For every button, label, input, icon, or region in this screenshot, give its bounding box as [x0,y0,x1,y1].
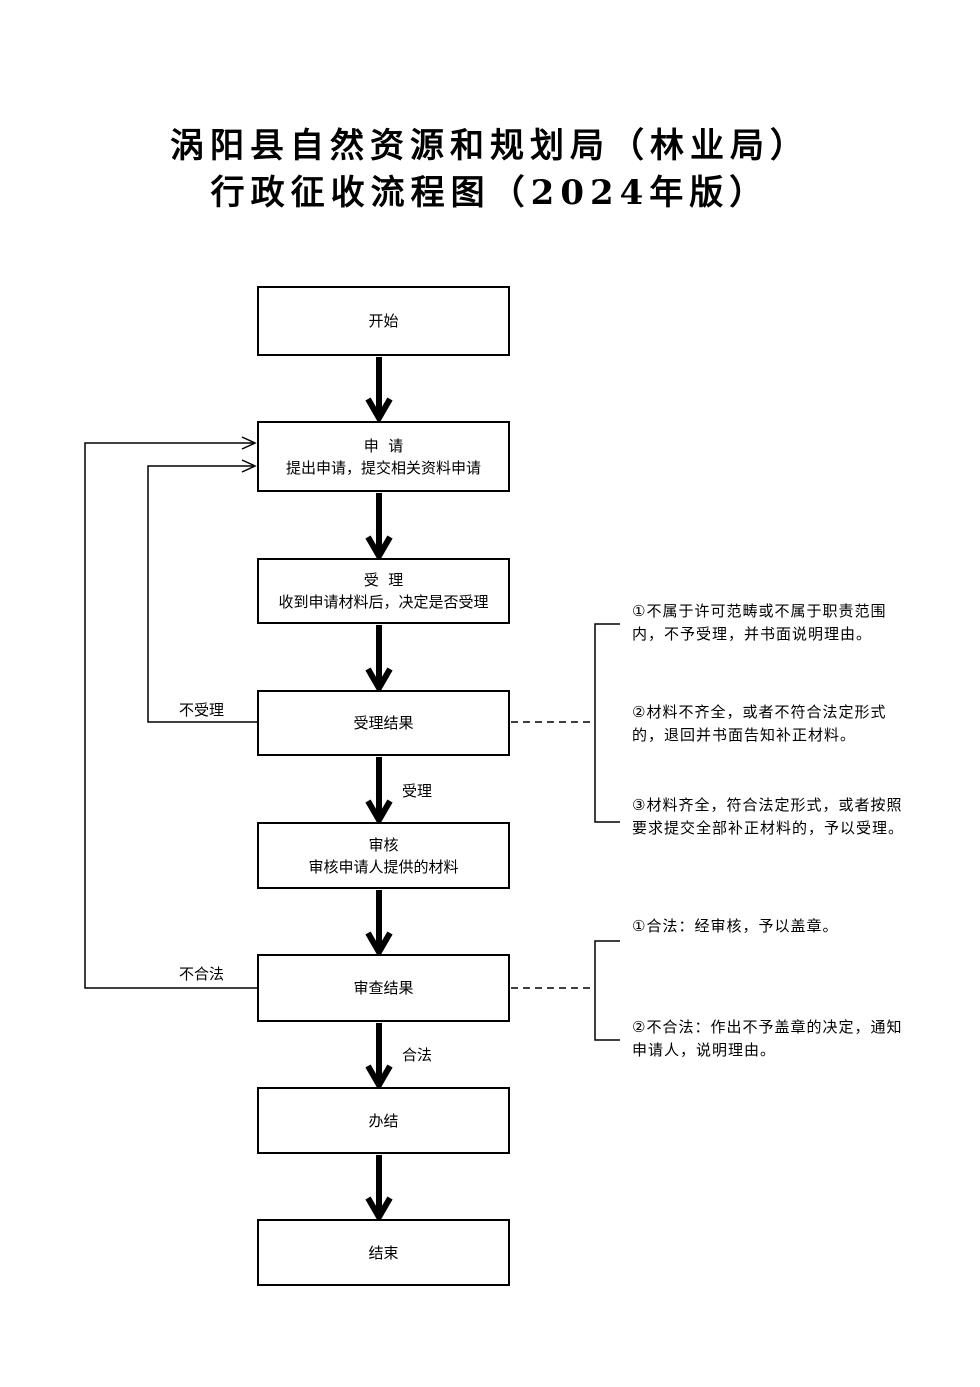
node-apply: 申 请 提出申请，提交相关资料申请 [257,421,510,492]
loop-not-accepted [147,459,257,723]
arrow-start-to-apply [365,357,393,424]
note-accept-result-1: ①不属于许可范畴或不属于职责范围 内，不予受理，并书面说明理由。 [632,600,886,646]
note-line: ③材料齐全，符合法定形式，或者按照 [632,796,903,814]
arrow-result-to-review [365,757,393,826]
node-accept: 受 理 收到申请材料后，决定是否受理 [257,558,510,624]
node-start-label: 开始 [368,312,399,330]
main-flow-arrows [365,357,393,1223]
note-line: ②材料不齐全，或者不符合法定形式 [632,703,887,721]
arrow-review-result-to-complete [365,1023,393,1091]
note-accept-result-2: ②材料不齐全，或者不符合法定形式 的，退回并书面告知补正材料。 [632,701,886,747]
note-line: 申请人，说明理由。 [632,1041,777,1059]
note-line: 的，退回并书面告知补正材料。 [632,726,857,744]
note-review-result-1: ①合法：经审核，予以盖章。 [632,915,838,938]
node-accept-result: 受理结果 [257,690,510,756]
node-end-label: 结束 [368,1243,399,1262]
node-complete-label: 办结 [368,1111,399,1130]
node-review-result: 审查结果 [257,954,510,1022]
node-review-result-label: 审查结果 [353,979,414,997]
node-accept-label: 受 理 [363,571,404,589]
feedback-loops [84,436,257,989]
loop-not-legal [84,436,257,989]
bracket-review-result [594,940,620,1041]
note-line: ①合法：经审核，予以盖章。 [632,917,839,935]
node-end: 结束 [257,1219,510,1286]
note-line: ①不属于许可范畴或不属于职责范围 [632,602,887,620]
node-start: 开始 [257,286,510,356]
arrow-review-to-review-result [365,890,393,958]
note-line: ②不合法：作出不予盖章的决定，通知 [632,1018,903,1036]
arrow-apply-to-accept [365,493,393,562]
note-line: 要求提交全部补正材料的，予以受理。 [632,819,905,837]
arrow-complete-to-end [365,1155,393,1223]
title-line-2: 行政征收流程图（2024年版） [210,173,770,213]
node-apply-label: 申 请 [363,436,404,455]
node-accept-detail: 收到申请材料后，决定是否受理 [278,593,489,611]
edge-label-accepted: 受理 [402,782,433,800]
node-review: 审核 审核申请人提供的材料 [257,822,510,889]
node-complete: 办结 [257,1087,510,1154]
node-review-label: 审核 [368,835,399,854]
title-line-1: 涡阳县自然资源和规划局（林业局） [170,126,810,166]
bracket-accept-result [594,623,620,823]
node-apply-detail: 提出申请，提交相关资料申请 [285,458,481,477]
edge-label-not-legal: 不合法 [179,965,225,983]
edge-label-legal: 合法 [402,1046,433,1064]
edge-label-not-accepted: 不受理 [179,701,225,719]
node-accept-result-label: 受理结果 [353,714,414,732]
arrow-accept-to-result [365,625,393,694]
node-review-detail: 审核申请人提供的材料 [308,857,459,876]
note-review-result-2: ②不合法：作出不予盖章的决定，通知 申请人，说明理由。 [632,1016,902,1062]
note-line: 内，不予受理，并书面说明理由。 [632,625,873,643]
note-accept-result-3: ③材料齐全，符合法定形式，或者按照 要求提交全部补正材料的，予以受理。 [632,794,904,840]
note-brackets [511,623,620,1041]
